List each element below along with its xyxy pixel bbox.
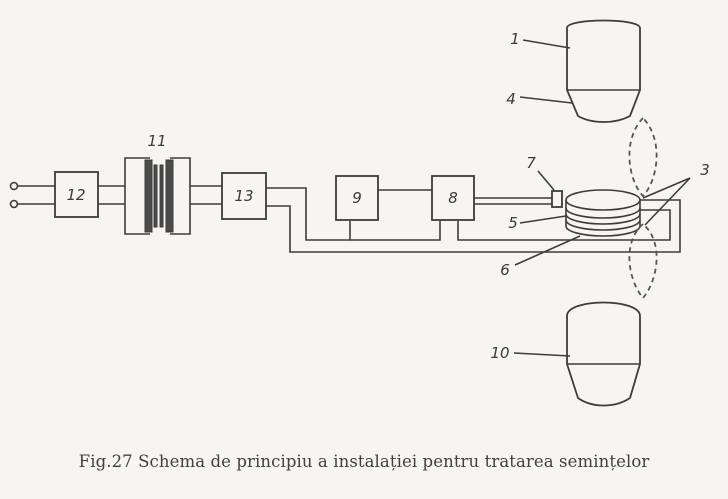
- label-6: 6: [500, 261, 510, 279]
- sensor-7: 7: [526, 154, 563, 208]
- wires-12-to-11: [98, 185, 125, 205]
- input-terminals: [9, 181, 55, 209]
- transformer-11: 11: [124, 132, 191, 235]
- label-1: 1: [510, 30, 520, 48]
- label-3: 3: [700, 161, 710, 179]
- label-5: 5: [508, 214, 518, 232]
- label-12: 12: [66, 186, 85, 204]
- label-10: 10: [490, 344, 509, 362]
- figure-caption: Fig.27 Schema de principiu a instalației…: [78, 452, 650, 471]
- hopper-top: 1 4: [506, 19, 641, 123]
- label-7: 7: [526, 154, 536, 172]
- block-8: 8: [431, 175, 475, 221]
- label-11: 11: [147, 132, 166, 150]
- field-lines-3: 3: [628, 116, 710, 300]
- label-13: 13: [234, 187, 253, 205]
- wires-11-to-13: [190, 185, 222, 205]
- wire-8-to-7: [474, 197, 552, 205]
- label-9: 9: [352, 189, 362, 207]
- coil-stack: 5 6: [500, 189, 641, 279]
- block-12: 12: [54, 171, 99, 218]
- hopper-bottom: 10: [490, 301, 641, 407]
- block-9: 9: [335, 175, 379, 221]
- block-13: 13: [221, 172, 267, 220]
- label-4: 4: [506, 90, 516, 108]
- label-8: 8: [448, 189, 458, 207]
